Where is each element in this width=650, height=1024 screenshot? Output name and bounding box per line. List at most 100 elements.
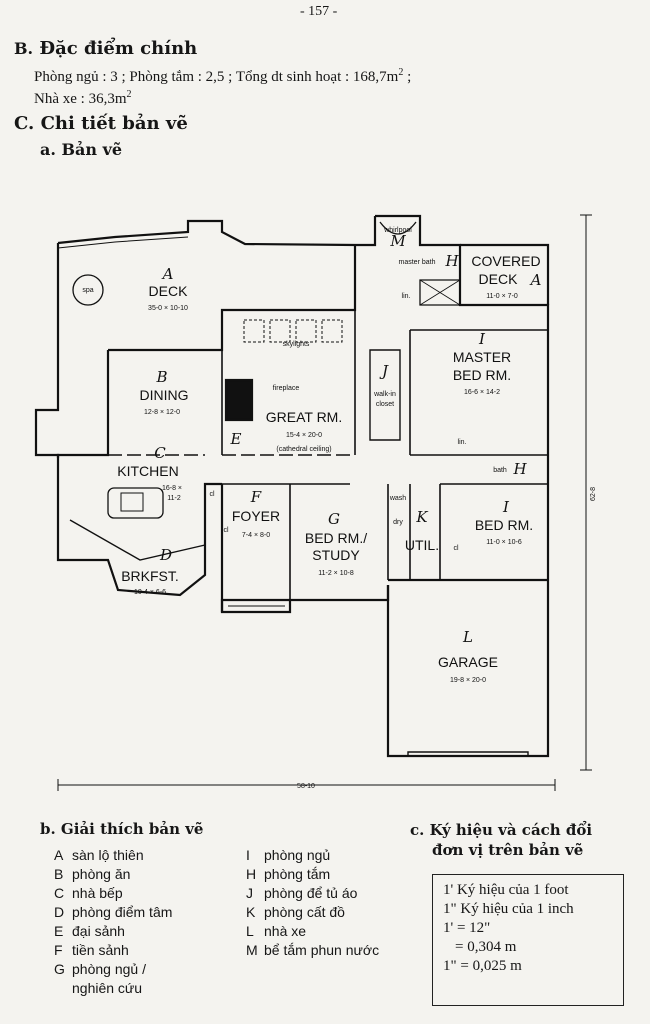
room-letter-h-2: H <box>512 460 527 478</box>
garage-sup: 2 <box>126 89 132 100</box>
legend-value: phòng ăn <box>72 866 131 882</box>
room-letter-a: A <box>161 265 174 283</box>
whirlpool-label: whirlpool <box>383 227 412 234</box>
room-letter-g: G <box>328 510 340 528</box>
legend-value: nhà xe <box>264 923 307 939</box>
kitchen-dims: 16-8 × <box>162 485 182 492</box>
closet-label-3: cl <box>223 527 229 534</box>
spec-sup: 2 <box>398 67 404 78</box>
section-c-letter: C. <box>14 113 35 134</box>
room-letter-k: K <box>415 508 428 526</box>
spec-summary: Phòng ngủ : 3 ; Phòng tắm : 2,5 ; Tổng d… <box>34 64 411 108</box>
linen-label: lin. <box>402 293 411 300</box>
room-letter-l: L <box>462 628 473 646</box>
foyer-dims: 7-4 × 8-0 <box>242 532 270 539</box>
legend-title: b. Giải thích bản vẽ <box>40 820 204 838</box>
drawing-subheading: a. Bản vẽ <box>40 140 123 159</box>
breakfast-label: BRKFST. <box>121 568 179 584</box>
room-letter-e: E <box>230 430 242 448</box>
kitchen-label: KITCHEN <box>117 463 178 479</box>
legend-value: phòng ngủ <box>264 847 331 863</box>
bath-label: bath <box>493 467 507 474</box>
room-letter-d: D <box>159 546 172 564</box>
deck-outline <box>34 243 60 458</box>
exterior-wall <box>56 350 222 597</box>
legend-value: sàn lộ thiên <box>72 847 144 863</box>
section-c-heading: C. Chi tiết bản vẽ <box>14 113 188 134</box>
unit-conversion-box: 1' Ký hiệu của 1 foot 1" Ký hiệu của 1 i… <box>432 874 624 1006</box>
study-dims: 11-2 × 10-8 <box>318 570 354 577</box>
covered-deck-dims: 11-0 × 7-0 <box>486 293 518 300</box>
unit-line: 1" = 0,025 m <box>443 958 522 974</box>
legend-value: tiền sảnh <box>72 942 129 958</box>
unit-line: 1' = 12" <box>443 920 491 936</box>
legend-value: phòng ngủ / <box>72 961 146 977</box>
covered-deck-label-2: DECK <box>479 271 519 287</box>
unit-line: = 0,304 m <box>455 939 517 955</box>
page-number: - 157 - <box>300 4 338 19</box>
garage-dims: 19-8 × 20-0 <box>450 677 486 684</box>
legend-value: nhà bếp <box>72 885 123 901</box>
wash-label: wash <box>389 495 406 502</box>
legend-value: phòng điểm tâm <box>72 904 173 920</box>
room-letter-j: J <box>379 362 389 380</box>
legend-key: J <box>246 885 253 901</box>
unit-line: 1' Ký hiệu của 1 foot <box>443 882 569 898</box>
symbols-title-line-2: đơn vị trên bản vẽ <box>432 841 584 859</box>
legend-value: bể tắm phun nước <box>264 942 380 958</box>
closet-label: cl <box>209 491 215 498</box>
section-b-heading: B. Đặc điểm chính <box>14 38 197 59</box>
garage-spec: Nhà xe : 36,3m <box>34 91 127 107</box>
dining-label: DINING <box>140 387 189 403</box>
section-c-title: Chi tiết bản vẽ <box>40 113 188 134</box>
great-room-label: GREAT RM. <box>266 409 343 425</box>
legend-value: phòng tắm <box>264 866 331 882</box>
legend-key: M <box>246 942 258 958</box>
spec-end: ; <box>403 69 412 85</box>
closet-label-2: cl <box>453 545 459 552</box>
study-label: BED RM./ <box>305 530 367 546</box>
bedroom-dims: 11-0 × 10-6 <box>486 539 522 546</box>
floor-plan: A DECK 35-0 × 10-10 spa B DINING 12-8 × … <box>34 214 597 791</box>
great-room-note: (cathedral ceiling) <box>276 446 331 453</box>
foyer-label: FOYER <box>232 508 280 524</box>
master-bath-label: master bath <box>399 259 436 266</box>
dining-dims: 12-8 × 12-0 <box>144 409 180 416</box>
legend-key: A <box>54 847 64 863</box>
legend-key: B <box>54 866 64 882</box>
width-dimension: 58-10 <box>297 783 315 790</box>
spec-line-2: Nhà xe : 36,3m2 <box>34 86 411 108</box>
deck-label: DECK <box>149 283 189 299</box>
master-bedroom-label-2: BED RM. <box>453 367 511 383</box>
section-b-title: Đặc điểm chính <box>39 38 198 59</box>
symbols-title: c. Ký hiệu và cách đổi đơn vị trên bản v… <box>410 820 630 860</box>
legend-key: K <box>246 904 256 920</box>
room-letter-i-2: I <box>502 498 510 516</box>
unit-line: 1" Ký hiệu của 1 inch <box>443 901 574 917</box>
room-letter-b: B <box>155 368 167 386</box>
section-b-letter: B. <box>14 39 34 58</box>
deck-rail <box>57 219 356 247</box>
symbols-title-line-1: c. Ký hiệu và cách đổi <box>410 821 593 839</box>
room-letter-c: C <box>154 444 166 462</box>
master-bedroom-label: MASTER <box>453 349 511 365</box>
covered-deck-label: COVERED <box>471 253 540 269</box>
closet-walkin-label: walk-in <box>373 391 396 398</box>
study-label-2: STUDY <box>312 547 360 563</box>
spa-label: spa <box>82 287 93 294</box>
legend-value: phòng cất đồ <box>264 904 345 920</box>
spec-line-1: Phòng ngủ : 3 ; Phòng tắm : 2,5 ; Tổng d… <box>34 64 411 86</box>
legend-key <box>54 979 72 998</box>
legend-key: H <box>246 866 257 882</box>
